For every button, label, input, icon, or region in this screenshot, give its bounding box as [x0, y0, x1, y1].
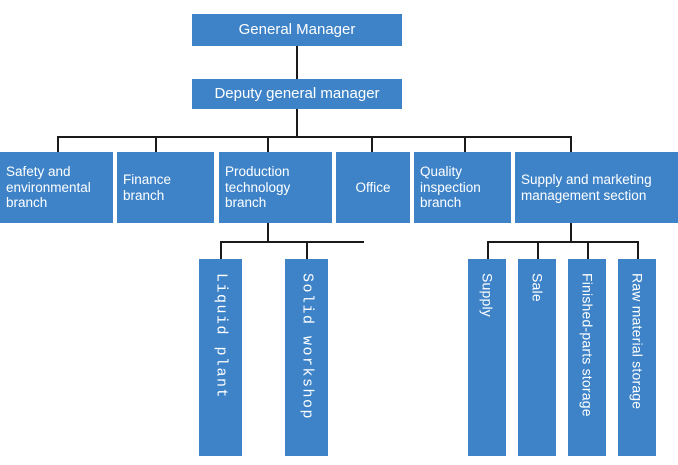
node-label-office: Office [355, 179, 391, 195]
node-label-production-technology-branch: Production technology branch [225, 163, 291, 211]
node-supply[interactable]: Supply [468, 259, 506, 456]
connector-department-bus [57, 136, 572, 138]
node-deputy-general-manager[interactable]: Deputy general manager [192, 79, 402, 109]
node-label-safety-and-environmental-branch: Safety and environmental branch [6, 163, 91, 211]
node-label-sale: Sale [529, 273, 546, 302]
connector-production-stem [267, 223, 269, 241]
node-quality-inspection-branch[interactable]: Quality inspection branch [414, 152, 511, 223]
node-safety-and-environmental-branch[interactable]: Safety and environmental branch [0, 152, 113, 223]
node-solid-workshop[interactable]: Solid workshop [285, 259, 328, 456]
node-label-general-manager: General Manager [238, 21, 356, 39]
node-sale[interactable]: Sale [518, 259, 556, 456]
node-finished-parts-storage[interactable]: Finished-parts storage [568, 259, 606, 456]
connector-drop-liquid-plant [220, 241, 222, 259]
connector-drop-quality [464, 136, 466, 152]
node-label-supply-and-marketing-management-section: Supply and marketing management section [521, 171, 652, 203]
node-raw-material-storage[interactable]: Raw material storage [618, 259, 656, 456]
node-liquid-plant[interactable]: Liquid plant [199, 259, 242, 456]
connector-drop-finished-parts-storage [587, 241, 589, 259]
node-label-deputy-general-manager: Deputy general manager [214, 85, 380, 103]
connector-drop-office [371, 136, 373, 152]
connector-drop-safety [57, 136, 59, 152]
connector-supply-marketing-stem [570, 223, 572, 241]
connector-production-bus [220, 241, 364, 243]
connector-drop-raw-material-storage [637, 241, 639, 259]
node-office[interactable]: Office [336, 152, 410, 223]
connector-gm-to-deputy [296, 46, 298, 79]
connector-drop-production [267, 136, 269, 152]
connector-supply-marketing-bus [487, 241, 637, 243]
node-label-finance-branch: Finance branch [123, 171, 172, 203]
node-label-quality-inspection-branch: Quality inspection branch [420, 163, 481, 211]
connector-drop-supply [487, 241, 489, 259]
node-finance-branch[interactable]: Finance branch [117, 152, 214, 223]
node-label-liquid-plant: Liquid plant [212, 273, 230, 400]
connector-drop-finance [155, 136, 157, 152]
node-general-manager[interactable]: General Manager [192, 14, 402, 46]
connector-drop-sale [537, 241, 539, 259]
node-production-technology-branch[interactable]: Production technology branch [219, 152, 332, 223]
node-label-finished-parts-storage: Finished-parts storage [579, 273, 596, 417]
node-label-raw-material-storage: Raw material storage [629, 273, 646, 410]
connector-drop-supply-marketing [570, 136, 572, 152]
node-supply-and-marketing-management-section[interactable]: Supply and marketing management section [515, 152, 678, 223]
connector-drop-solid-workshop [306, 241, 308, 259]
node-label-solid-workshop: Solid workshop [298, 273, 316, 421]
connector-deputy-to-bus [296, 109, 298, 136]
node-label-supply: Supply [479, 273, 496, 318]
